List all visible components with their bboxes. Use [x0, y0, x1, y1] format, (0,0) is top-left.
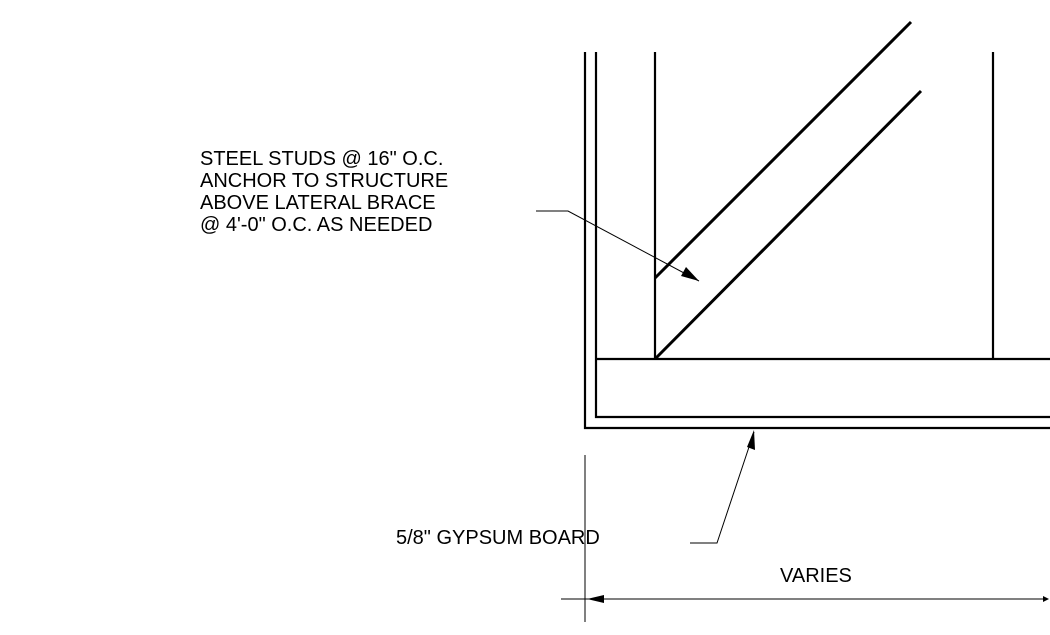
dimension-arrowhead-left: [587, 595, 604, 603]
gypsum-board-inner-line: [594, 52, 1050, 419]
gypsum-leader-arrowhead: [747, 430, 755, 450]
gypsum-note-leader: [690, 431, 755, 544]
studs-note-line-4: @ 4'-0" O.C. AS NEEDED: [200, 214, 433, 236]
gypsum-board-outer-line: [583, 52, 1050, 430]
studs-note-leader: [536, 210, 700, 282]
studs-note-line-2: ANCHOR TO STRUCTURE: [200, 170, 449, 192]
lateral-brace-lower-edge: [653, 89, 923, 361]
steel-studs-note: STEEL STUDS @ 16" O.C. ANCHOR TO STRUCTU…: [200, 148, 448, 236]
studs-note-line-1: STEEL STUDS @ 16" O.C.: [200, 148, 444, 170]
gypsum-board-note: 5/8" GYPSUM BOARD: [396, 527, 600, 549]
dimension-arrowhead-right: [1043, 596, 1049, 602]
lateral-brace-upper-edge: [653, 20, 913, 280]
studs-leader-arrowhead: [681, 267, 699, 281]
studs-note-line-3: ABOVE LATERAL BRACE: [200, 192, 436, 214]
dimension-label: VARIES: [780, 565, 852, 587]
